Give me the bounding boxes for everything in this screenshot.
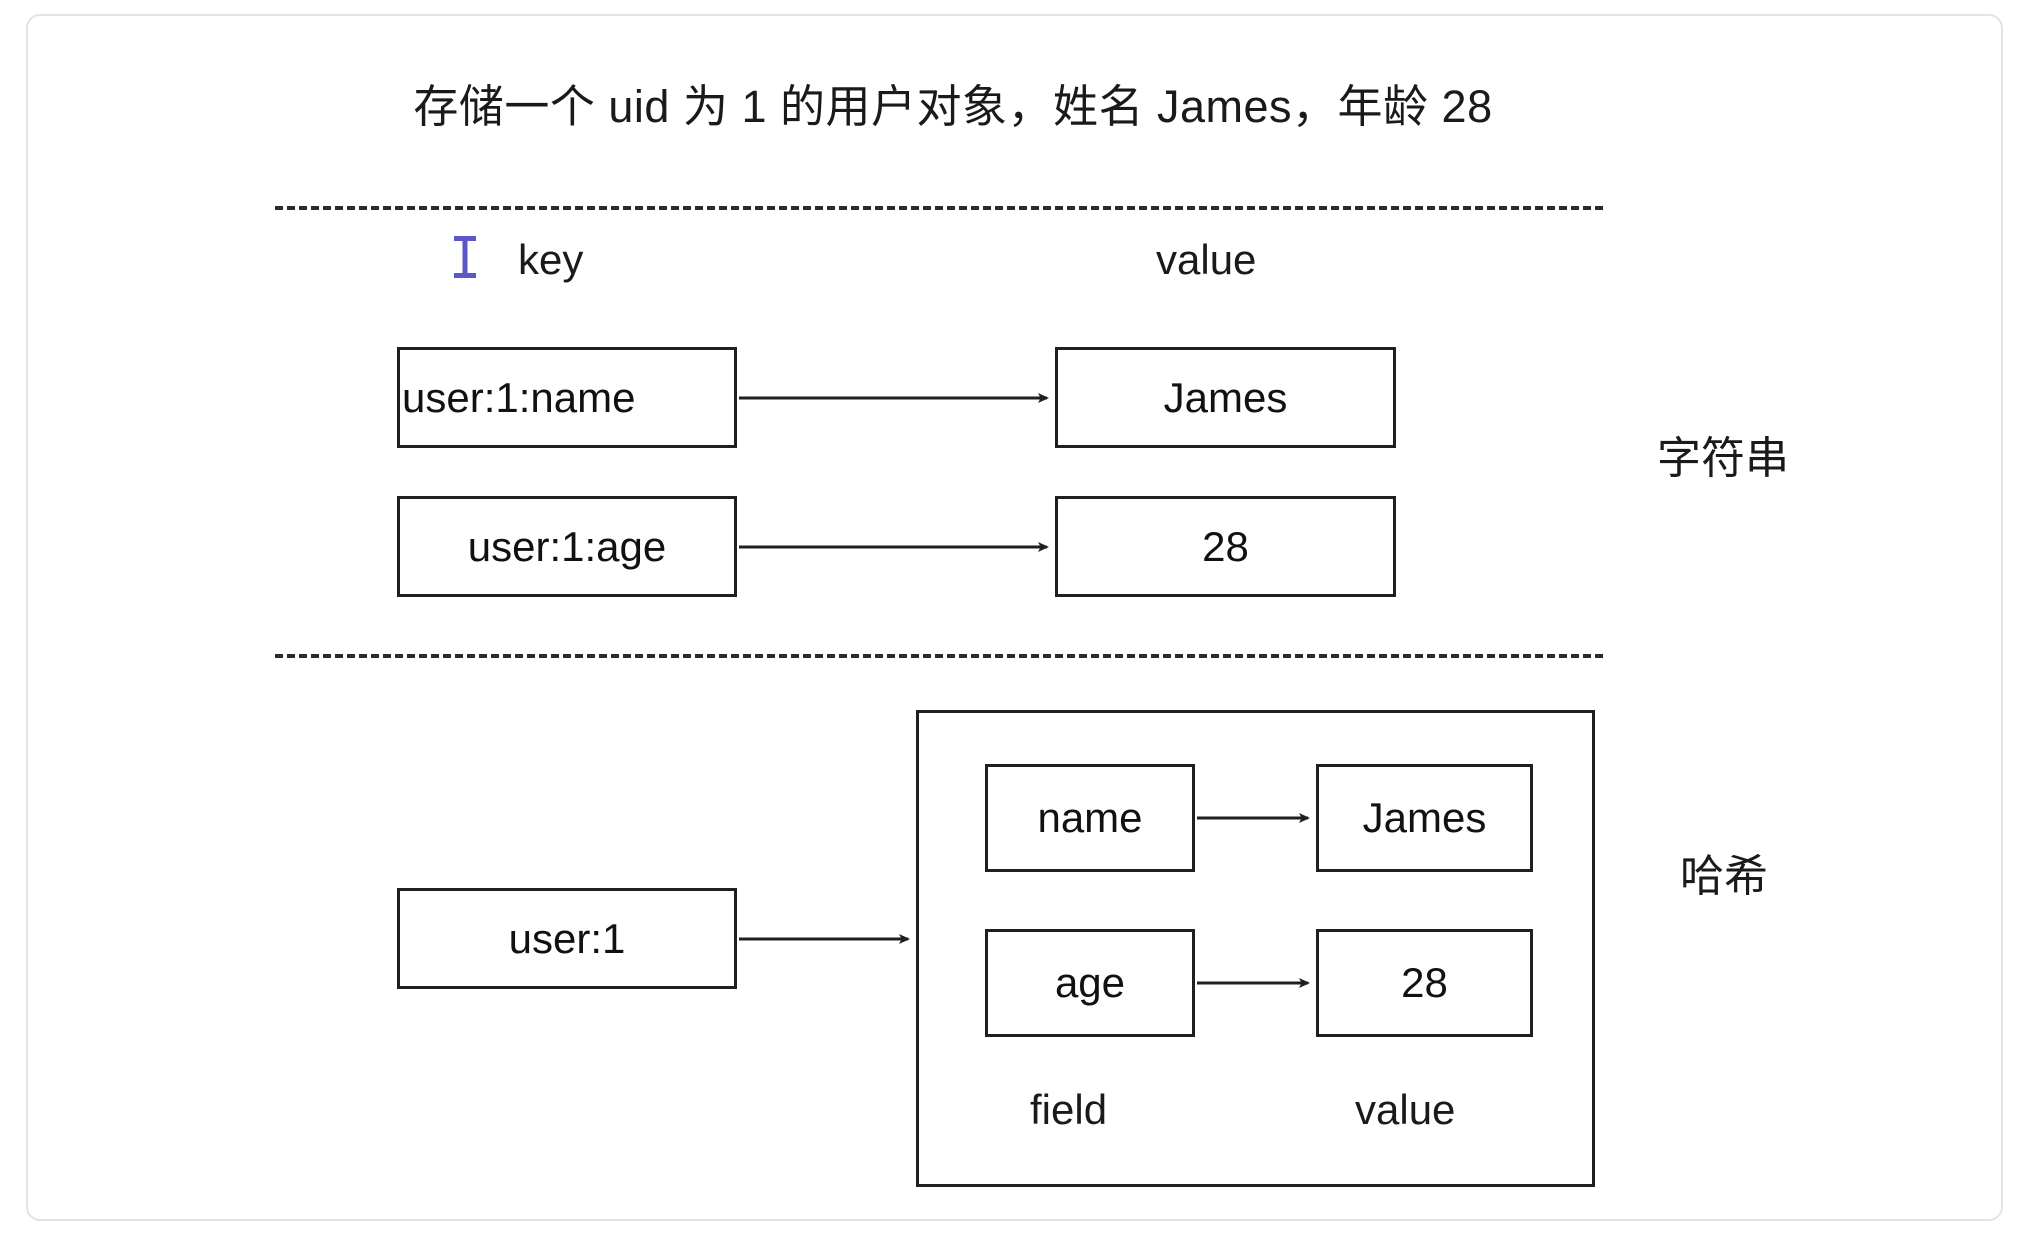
hash-caption-field: field <box>1030 1086 1108 1133</box>
type-label-hash: 哈希 <box>1680 852 1768 901</box>
string-key-box-name: user:1:name <box>397 347 737 448</box>
hash-key-box: user:1 <box>397 888 737 989</box>
string-value-box-name: James <box>1055 347 1396 448</box>
divider-middle <box>275 654 1603 658</box>
divider-top <box>275 206 1603 210</box>
hash-value-box-name: James <box>1316 764 1533 872</box>
column-header-key: key <box>518 236 584 283</box>
page-title: 存储一个 uid 为 1 的用户对象，姓名 James，年龄 28 <box>413 81 1493 132</box>
string-value-box-age: 28 <box>1055 496 1396 597</box>
type-label-string: 字符串 <box>1657 434 1789 483</box>
hash-field-box-age: age <box>985 929 1195 1037</box>
i-beam-cursor-icon <box>451 234 479 280</box>
hash-field-box-name: name <box>985 764 1195 872</box>
hash-caption-value: value <box>1355 1086 1456 1133</box>
string-key-box-age: user:1:age <box>397 496 737 597</box>
column-header-value: value <box>1156 236 1257 283</box>
hash-value-box-age: 28 <box>1316 929 1533 1037</box>
diagram-card: 存储一个 uid 为 1 的用户对象，姓名 James，年龄 28 key va… <box>26 14 2003 1221</box>
